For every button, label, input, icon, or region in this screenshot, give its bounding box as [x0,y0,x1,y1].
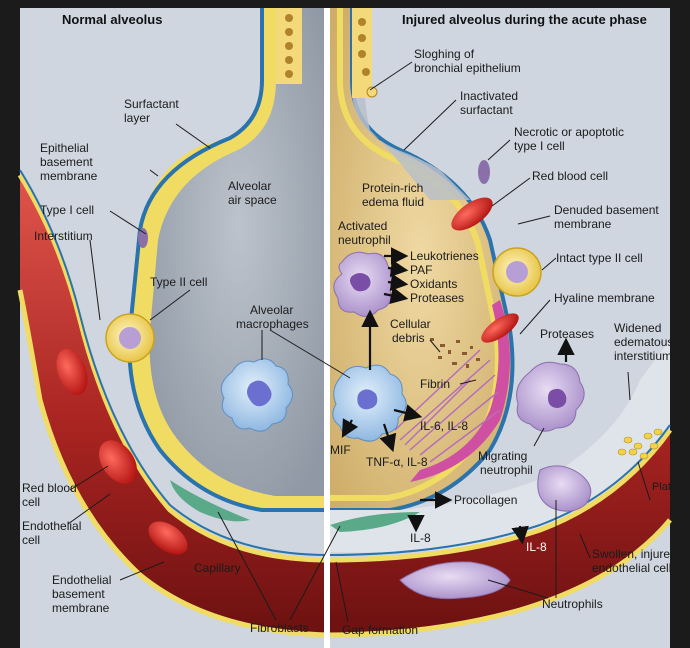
label-swollen-endothelial-2: endothelial cell [592,561,671,575]
bronchial-epithelium-sloughing [352,8,378,98]
label-red-blood-cell-1: Red blood [22,481,77,495]
label-migrating-neutrophil-2: neutrophil [480,463,533,477]
label-fibroblasts: Fibroblasts [250,621,309,635]
label-epithelial-bm-3: membrane [40,169,98,183]
bronchial-epithelium-normal [276,8,302,84]
label-inactivated-surfactant-2: surfactant [460,103,513,117]
label-endothelial-bm-2: basement [52,587,105,601]
activated-neutrophil [333,251,395,317]
label-surfactant-layer-2: layer [124,111,150,125]
label-necrotic-cell-1: Necrotic or apoptotic [514,125,624,139]
label-endothelial-cell-1: Endothelial [22,519,81,533]
endothelial-basement-membrane-line [19,169,671,557]
label-procollagen: Procollagen [454,493,517,507]
endothelial-lining-bottom [17,289,672,638]
label-protein-rich-fluid-2: edema fluid [362,195,424,209]
label-proteases-neutrophil: Proteases [410,291,464,305]
label-swollen-endothelial-1: Swollen, injured [592,547,677,561]
leader-lines [67,61,651,623]
panel-divider [324,8,330,648]
endothelial-lining-top [17,173,673,563]
label-capillary: Capillary [194,561,241,575]
capillary-red-blood-cells [56,348,188,555]
cellular-debris [430,338,480,368]
label-protein-rich-fluid-1: Protein-rich [362,181,423,195]
type-1-cell-nucleus [138,228,148,248]
label-hyaline-membrane: Hyaline membrane [554,291,655,305]
label-widened-interstitium-3: interstitium [614,349,672,363]
label-endothelial-cell-2: cell [22,533,40,547]
label-alveolar-air-space-2: air space [228,193,277,207]
label-migrating-neutrophil-1: Migrating [478,449,527,463]
label-endothelial-bm-3: membrane [52,601,110,615]
top-edge-band [0,0,690,8]
label-leukotrienes: Leukotrienes [410,249,479,263]
label-mif: MIF [330,443,351,457]
label-platelets: Platelets [652,481,690,493]
label-activated-neutrophil-2: neutrophil [338,233,391,247]
label-red-blood-cell-right: Red blood cell [532,169,608,183]
label-alveolar-air-space-1: Alveolar [228,179,271,193]
label-tnf-il8: TNF-α, IL-8 [366,455,428,469]
label-cellular-debris-1: Cellular [390,317,431,331]
label-activated-neutrophil-1: Activated [338,219,387,233]
necrotic-type-1-cell [478,160,490,184]
label-type-2-cell: Type II cell [150,275,207,289]
label-oxidants: Oxidants [410,277,457,291]
label-il8-fibroblast: IL-8 [410,531,431,545]
type-2-cell [105,313,155,363]
intact-type-2-cell [492,247,542,297]
injured-air-pocket [352,8,470,200]
right-edge-band [670,0,690,648]
alveolar-red-blood-cell [451,197,493,231]
mediator-arrows [341,247,575,545]
label-il8-vessel: IL-8 [526,540,547,554]
label-type-1-cell: Type I cell [40,203,94,217]
fibroblast-left [170,480,250,522]
label-denuded-bm-1: Denuded basement [554,203,659,217]
fibroblast-right [330,512,420,532]
label-inactivated-surfactant-1: Inactivated [460,89,518,103]
label-neutrophils: Neutrophils [542,597,603,611]
label-surfactant-layer-1: Surfactant [124,97,179,111]
label-gap-formation: Gap formation [342,623,418,637]
migrating-neutrophil [516,361,585,432]
label-epithelial-bm-2: basement [40,155,93,169]
platelets [617,428,663,460]
label-endothelial-bm-1: Endothelial [52,573,111,587]
label-denuded-bm-2: membrane [554,217,612,231]
alveolar-red-blood-cell-2 [481,313,519,343]
injured-epithelium [328,8,501,501]
label-necrotic-cell-2: type I cell [514,139,565,153]
label-alveolar-macrophages-1: Alveolar [250,303,293,317]
label-interstitium: Interstitium [34,229,93,243]
left-edge-band [0,0,20,648]
vessel-neutrophils [399,465,592,600]
hyaline-membrane [410,300,510,482]
label-sloughing-1: Sloghing of [414,47,475,61]
label-cellular-debris-2: debris [392,331,425,345]
label-sloughing-2: bronchial epithelium [414,61,521,75]
label-paf: PAF [410,263,432,277]
label-widened-interstitium-2: edematous [614,335,673,349]
label-red-blood-cell-2: cell [22,495,40,509]
label-proteases-right: Proteases [540,327,594,341]
left-panel-title: Normal alveolus [62,12,162,27]
label-alveolar-macrophages-2: macrophages [236,317,309,331]
right-panel-title: Injured alveolus during the acute phase [402,12,647,27]
label-il6-il8: IL-6, IL-8 [420,419,468,433]
label-intact-type-2-cell: Intact type II cell [556,251,643,265]
label-epithelial-bm-1: Epithelial [40,141,89,155]
label-widened-interstitium-1: Widened [614,321,661,335]
label-fibrin: Fibrin [420,377,450,391]
alveolar-macrophage [220,358,293,432]
